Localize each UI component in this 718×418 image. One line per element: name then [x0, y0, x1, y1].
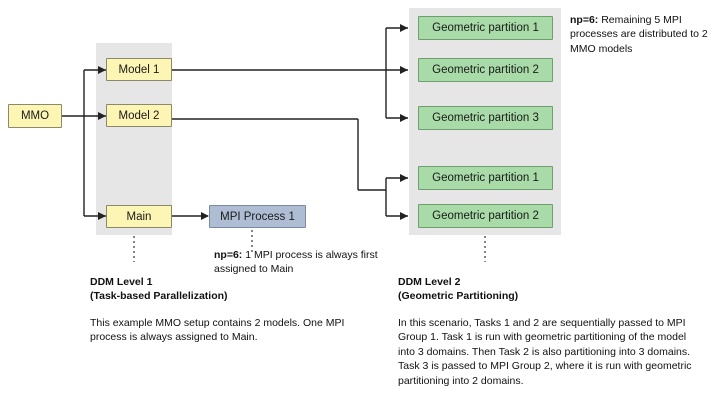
node-main-label: Main [126, 210, 152, 223]
caption-level1-title: DDM Level 1 (Task-based Parallelization) [90, 276, 270, 304]
node-mpi-process-1[interactable]: MPI Process 1 [209, 205, 306, 228]
node-geometric-partition-top-1-label: Geometric partition 1 [432, 22, 539, 34]
node-model-2-label: Model 2 [118, 109, 160, 122]
node-model-2[interactable]: Model 2 [106, 104, 172, 127]
caption-level2-body: In this scenario, Tasks 1 and 2 are sequ… [398, 317, 692, 387]
node-geometric-partition-top-3-label: Geometric partition 3 [432, 112, 539, 124]
annotation-np-top-lead: np=6: [570, 14, 599, 26]
node-mmo-label: MMO [20, 110, 50, 122]
caption-level1-title-line2: (Task-based Parallelization) [90, 289, 228, 302]
node-model-1[interactable]: Model 1 [106, 58, 172, 81]
annotation-np-main-lead: np=6: [214, 249, 243, 261]
node-geometric-partition-bottom-2-label: Geometric partition 2 [432, 210, 539, 222]
annotation-np-top: np=6: Remaining 5 MPI processes are dist… [570, 13, 712, 56]
node-mpi-process-1-label: MPI Process 1 [220, 210, 295, 223]
node-geometric-partition-top-2[interactable]: Geometric partition 2 [418, 58, 553, 82]
annotation-np-main-text: 1 MPI process is always first assigned t… [214, 249, 378, 276]
node-model-1-label: Model 1 [118, 63, 160, 76]
caption-level2-title: DDM Level 2 (Geometric Partitioning) [398, 276, 618, 304]
node-geometric-partition-bottom-1-label: Geometric partition 1 [432, 172, 539, 184]
node-geometric-partition-top-3[interactable]: Geometric partition 3 [418, 106, 553, 130]
caption-level1-title-line1: DDM Level 1 [90, 276, 153, 288]
caption-level1-body: This example MMO setup contains 2 models… [90, 317, 345, 344]
annotation-np-top-text: Remaining 5 MPI processes are distribute… [570, 14, 708, 55]
node-geometric-partition-top-2-label: Geometric partition 2 [432, 64, 539, 76]
node-geometric-partition-top-1[interactable]: Geometric partition 1 [418, 16, 553, 40]
node-mmo[interactable]: MMO [8, 104, 62, 128]
caption-level2-title-line2: (Geometric Partitioning) [398, 289, 519, 302]
node-main[interactable]: Main [106, 205, 172, 228]
caption-level2-title-line1: DDM Level 2 [398, 276, 461, 288]
node-geometric-partition-bottom-1[interactable]: Geometric partition 1 [418, 166, 553, 190]
annotation-np-main: np=6: 1 MPI process is always first assi… [214, 248, 386, 277]
node-geometric-partition-bottom-2[interactable]: Geometric partition 2 [418, 204, 553, 228]
